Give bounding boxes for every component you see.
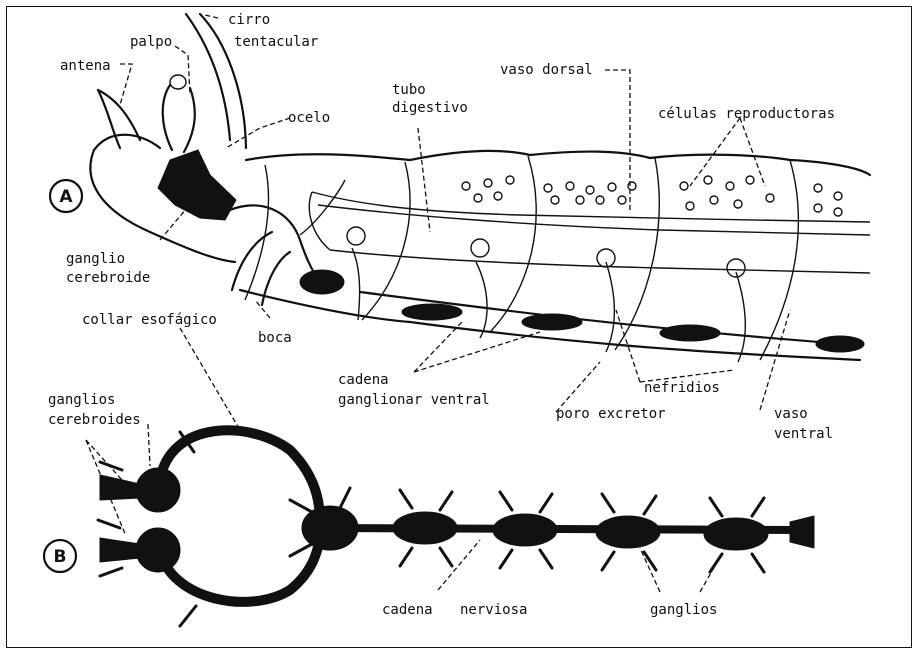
- panel-b-letter: B: [54, 547, 67, 567]
- label-ganglios-cerebroides-1: ganglios: [48, 392, 115, 408]
- label-ganglios-b: ganglios: [650, 602, 717, 618]
- label-ventral: ventral: [774, 426, 833, 442]
- nervous-system-b: [100, 430, 814, 602]
- label-palpo: palpo: [130, 34, 172, 50]
- nephridia: [347, 227, 745, 362]
- reproductive-cells: [462, 176, 842, 216]
- label-nerviosa: nerviosa: [460, 602, 527, 618]
- panel-b-marker: B: [44, 540, 76, 572]
- label-ocelo: ocelo: [288, 110, 330, 126]
- label-nefridios: nefridios: [644, 380, 720, 396]
- panel-a-letter: A: [59, 187, 73, 207]
- label-digestivo: digestivo: [392, 100, 468, 116]
- label-celulas-reproductoras: células reproductoras: [658, 106, 835, 122]
- label-tubo: tubo: [392, 82, 426, 98]
- label-collar-esofagico: collar esofágico: [82, 312, 217, 328]
- panel-a-marker: A: [50, 180, 82, 212]
- cerebral-ganglion-a: [158, 150, 344, 294]
- label-vaso-dorsal: vaso dorsal: [500, 62, 593, 78]
- label-cadena-b: cadena: [382, 602, 433, 618]
- panel-a-leaders: [120, 15, 790, 430]
- label-ganglios-cerebroides-2: cerebroides: [48, 412, 141, 428]
- label-poro-excretor: poro excretor: [556, 406, 666, 422]
- label-cadena: cadena: [338, 372, 389, 388]
- label-tentacular: tentacular: [234, 34, 318, 50]
- label-ganglionar-ventral: ganglionar ventral: [338, 392, 490, 408]
- label-cirro: cirro: [228, 12, 270, 28]
- label-antena: antena: [60, 58, 111, 74]
- ventral-nerve-chain-a: [360, 292, 864, 352]
- label-boca: boca: [258, 330, 292, 346]
- label-cerebroide: cerebroide: [66, 270, 150, 286]
- label-vaso: vaso: [774, 406, 808, 422]
- label-ganglio: ganglio: [66, 251, 125, 267]
